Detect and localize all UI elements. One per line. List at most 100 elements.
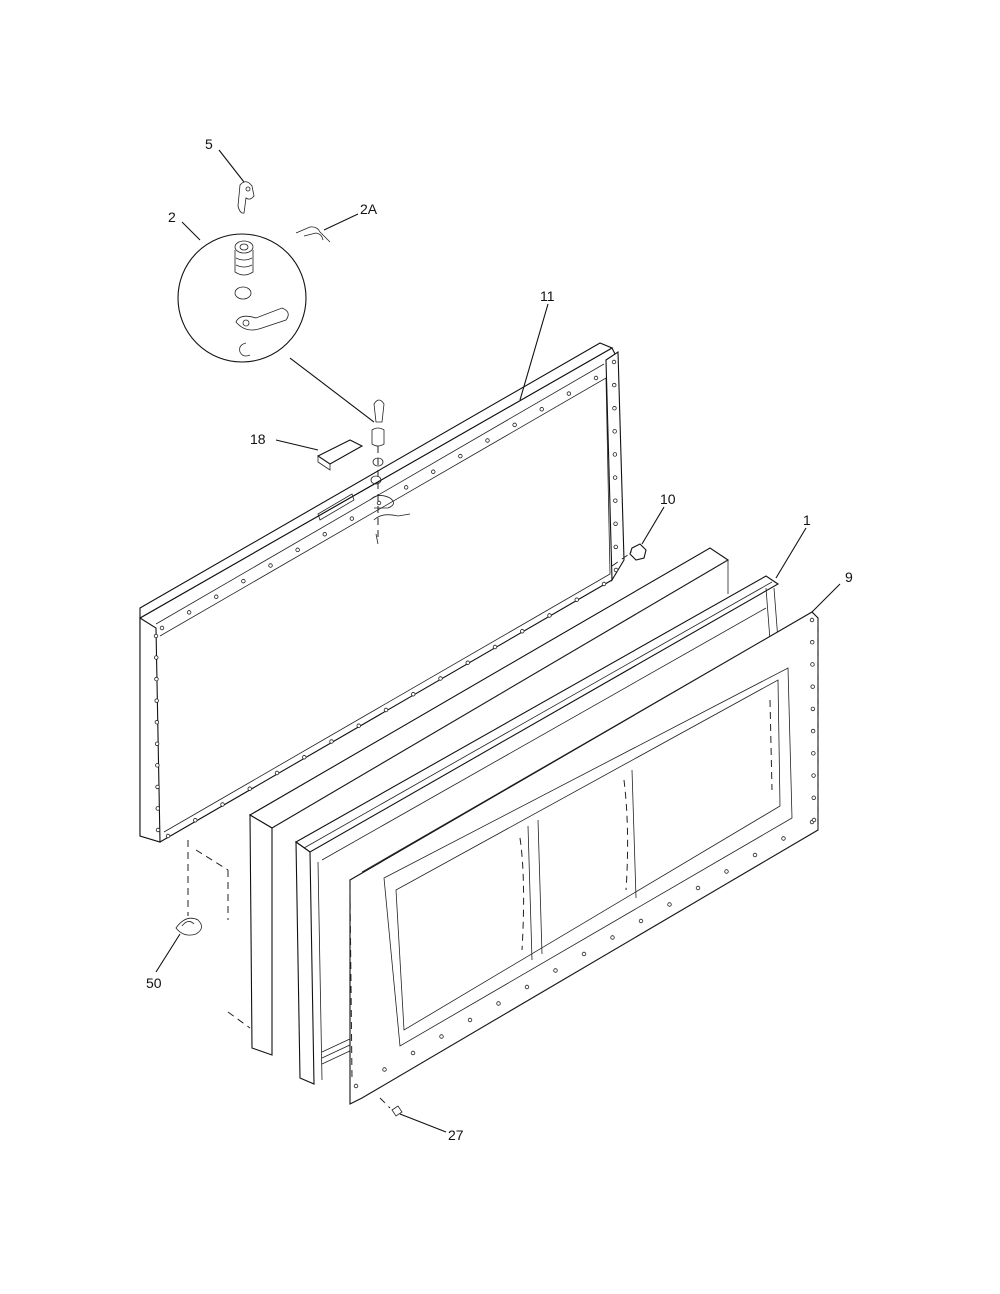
bottom-clip-part-50: [175, 917, 202, 936]
screw-hole: [153, 633, 159, 639]
callout-2: 2: [168, 209, 176, 225]
screw-holes: [153, 359, 817, 1089]
screw-hole: [566, 391, 572, 396]
screw-hole: [186, 610, 192, 615]
insulation-slab: [248, 547, 730, 1056]
screw-hole: [724, 869, 729, 874]
screw-hole: [155, 827, 161, 833]
gasket-frame-1: [294, 575, 780, 1085]
callout-2a: 2A: [360, 201, 378, 217]
screw-hole: [810, 684, 815, 689]
callout-1: 1: [803, 512, 811, 528]
callout-50: 50: [146, 975, 162, 991]
callout-11: 11: [540, 288, 555, 304]
screw-part-27: [391, 1105, 403, 1117]
screw-hole: [376, 500, 382, 506]
hinge-nut-part-10: [629, 543, 647, 561]
screw-hole: [154, 720, 160, 725]
screw-hole: [322, 532, 327, 537]
screw-hole: [553, 968, 558, 973]
screw-hole: [496, 1001, 501, 1006]
lock-detail-circle: [177, 233, 307, 363]
screw-hole: [811, 773, 816, 778]
screw-hole: [492, 644, 498, 650]
screw-hole: [667, 902, 672, 907]
key-part: [237, 181, 255, 214]
screw-hole: [438, 676, 443, 681]
screw-hole: [247, 786, 252, 791]
screw-hole: [465, 660, 470, 665]
screw-hole: [581, 951, 587, 957]
screw-hole: [752, 852, 758, 858]
screw-hole: [547, 613, 552, 618]
screw-hole: [638, 918, 644, 924]
screw-hole: [193, 818, 198, 823]
screw-hole: [574, 597, 579, 602]
screw-hole: [611, 359, 617, 365]
screw-hole: [155, 784, 160, 790]
screw-hole: [349, 516, 355, 521]
callout-5: 5: [205, 136, 213, 152]
screw-hole: [159, 625, 165, 631]
screw-hole: [410, 1050, 416, 1056]
handle-part-18: [316, 439, 364, 471]
screw-hole: [403, 485, 409, 490]
screw-hole: [601, 581, 607, 587]
screw-hole: [154, 741, 160, 746]
screw-hole: [810, 640, 815, 645]
screw-hole: [154, 698, 159, 703]
screw-hole: [520, 629, 525, 634]
screw-hole: [612, 452, 618, 457]
screw-hole: [155, 806, 160, 811]
screw-hole: [613, 521, 618, 526]
screw-hole: [154, 676, 159, 682]
lock-assembly: [369, 399, 411, 545]
screw-hole: [155, 763, 160, 768]
screw-hole: [610, 935, 615, 940]
screw-hole: [809, 617, 815, 623]
screw-hole: [811, 751, 816, 756]
screw-hole: [613, 567, 619, 573]
screw-hole: [612, 406, 617, 411]
screw-hole: [154, 655, 159, 660]
screw-hole: [811, 795, 816, 800]
screw-hole: [539, 407, 544, 412]
leader-lines: [155, 149, 841, 1133]
screw-hole: [274, 770, 280, 776]
screw-hole: [214, 594, 219, 599]
screw-hole: [295, 547, 300, 553]
screw-hole: [781, 836, 786, 841]
screw-hole: [524, 984, 530, 990]
screw-hole: [302, 755, 307, 760]
callout-27: 27: [448, 1127, 464, 1143]
screw-hole: [613, 544, 618, 550]
screw-hole: [382, 1067, 387, 1072]
screw-hole: [811, 817, 817, 823]
screw-hole: [439, 1034, 444, 1039]
screw-hole: [485, 438, 490, 443]
screw-hole: [353, 1083, 359, 1089]
screw-hole: [356, 723, 361, 728]
retaining-clip-part: [295, 226, 331, 243]
screw-hole: [695, 885, 701, 891]
screw-hole: [512, 422, 517, 428]
screw-hole: [241, 578, 246, 584]
callout-18: 18: [250, 431, 266, 447]
screw-hole: [612, 475, 618, 480]
callout-9: 9: [845, 569, 853, 585]
screw-hole: [467, 1017, 473, 1023]
screw-hole: [612, 382, 617, 388]
screw-hole: [268, 563, 273, 568]
screw-hole: [612, 429, 617, 434]
screw-hole: [411, 692, 416, 697]
screw-hole: [810, 728, 816, 734]
screw-hole: [431, 469, 436, 474]
screw-hole: [165, 833, 171, 839]
assembly-dashed-lines: [187, 551, 819, 1109]
screw-hole: [329, 739, 334, 744]
screw-hole: [810, 706, 816, 712]
screw-hole: [383, 707, 389, 713]
screw-hole: [810, 662, 815, 667]
screw-hole: [458, 453, 463, 459]
